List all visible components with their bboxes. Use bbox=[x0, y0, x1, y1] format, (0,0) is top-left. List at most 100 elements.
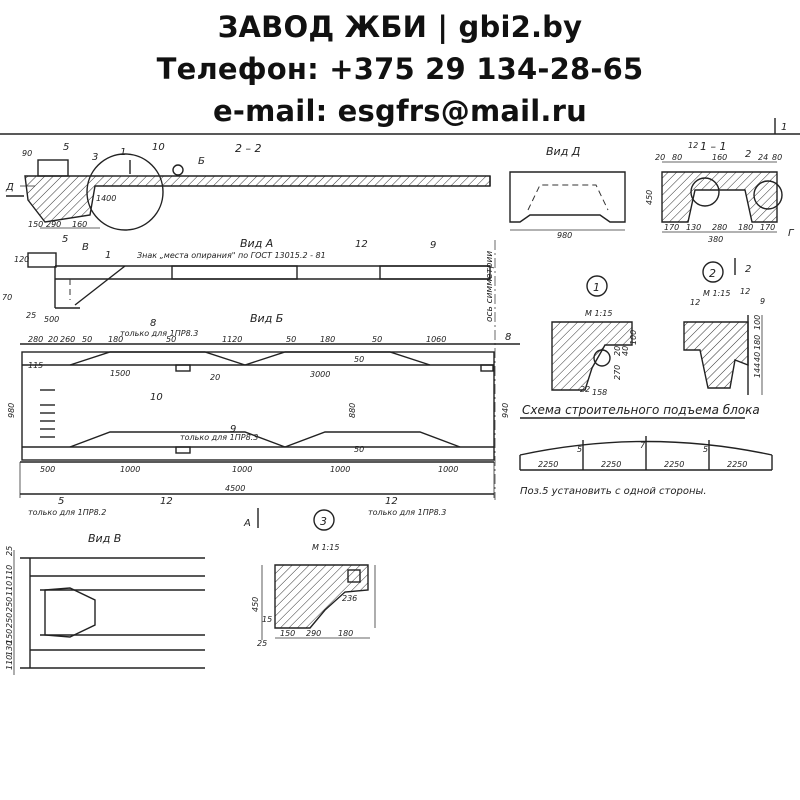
dim-top-1: 20 bbox=[48, 335, 58, 344]
node-1-scale: М 1:15 bbox=[585, 309, 612, 318]
node-1-dim-22: 22 bbox=[580, 385, 590, 394]
letter-a-arrow: А bbox=[243, 518, 251, 529]
dim-20-view-b: 20 bbox=[210, 373, 220, 382]
top-embed-plate bbox=[37, 159, 69, 177]
symmetry-axis-label: ось симметрии bbox=[485, 251, 495, 322]
header-email: e-mail: esgfrs@mail.ru bbox=[213, 94, 587, 128]
header-phone: Телефон: +375 29 134-28-65 bbox=[156, 52, 644, 86]
dim-70-view-a: 70 bbox=[2, 293, 12, 302]
node-1-dim-158: 158 bbox=[592, 388, 607, 397]
node-2: 2 М 1:15 12 12 9 100 180 40 144 bbox=[683, 261, 765, 395]
dim-980: 980 bbox=[7, 403, 16, 418]
letter-d-arrow: Д bbox=[5, 182, 14, 193]
label-8-view-b: 8 bbox=[150, 318, 156, 329]
dim-top-6: 1120 bbox=[222, 335, 242, 344]
label-12-bottom-left: 12 bbox=[160, 496, 173, 507]
label-12-view-a: 12 bbox=[355, 239, 368, 250]
dim-top-8: 180 bbox=[320, 335, 335, 344]
dim-50-b: 50 bbox=[354, 445, 364, 454]
dim-1-1-450: 450 bbox=[645, 190, 654, 205]
dim-1-1-380: 380 bbox=[708, 235, 723, 244]
dim-3000: 3000 bbox=[310, 370, 330, 379]
node-3-dim-290: 290 bbox=[306, 629, 321, 638]
dim-1-1-top-3: 24 bbox=[758, 153, 768, 162]
note-only-1pr83-top: только для 1ПР8.3 bbox=[120, 329, 198, 338]
top-dimension-chain: 280 20 260 50 180 50 1120 50 180 50 1060 bbox=[28, 335, 446, 344]
anchor-ticks bbox=[40, 389, 55, 438]
node-2-scale: М 1:15 bbox=[703, 289, 730, 298]
lift-span-2: 2250 bbox=[664, 460, 684, 469]
dim-25-view-a: 25 bbox=[26, 311, 36, 320]
view-v-dim-7: 110 bbox=[5, 655, 14, 670]
dim-1-1-top-0: 20 bbox=[655, 153, 665, 162]
dim-top-10: 1060 bbox=[426, 335, 446, 344]
node-2-label-12b: 12 bbox=[740, 287, 750, 296]
node-1-dim-270: 270 bbox=[613, 365, 622, 380]
label-12-bottom-right: 12 bbox=[385, 496, 398, 507]
node-3-dim-236: 236 bbox=[342, 594, 357, 603]
letter-g: Г bbox=[788, 228, 795, 239]
view-a-title: Вид А bbox=[240, 237, 273, 250]
view-v-dim-0: 25 bbox=[5, 546, 14, 556]
node-3-dim-15: 15 bbox=[262, 615, 272, 624]
view-v-dim-3: 250 bbox=[5, 597, 14, 612]
plan-outline bbox=[21, 351, 495, 461]
dim-160: 160 bbox=[72, 220, 87, 229]
dim-1-1-top-4: 80 bbox=[772, 153, 782, 162]
view-v-dim-5: 150 bbox=[5, 629, 14, 644]
lift-scheme-title: Схема строительного подъема блока bbox=[522, 403, 760, 417]
label-5-view-a: 5 bbox=[62, 234, 68, 245]
dim-940: 940 bbox=[501, 403, 510, 418]
node-2-dim-100: 100 bbox=[753, 315, 762, 330]
view-g: Вид Д 980 bbox=[509, 145, 626, 240]
label-12-sec11: 12 bbox=[688, 141, 698, 150]
view-v-dim-6: 130 bbox=[5, 641, 14, 656]
lift-span-0: 2250 bbox=[538, 460, 558, 469]
dim-1-1-bot-3: 180 bbox=[738, 223, 753, 232]
label-10-top: 10 bbox=[152, 142, 165, 153]
view-b: Вид Б только для 1ПР8.3 8 8 280 20 260 5… bbox=[7, 312, 520, 529]
support-sign-note: Знак „места опирания" по ГОСТ 13015.2 - … bbox=[137, 251, 326, 260]
view-v-title: Вид В bbox=[88, 532, 121, 545]
dim-120-view-a: 120 bbox=[14, 255, 29, 264]
dim-4500: 4500 bbox=[225, 484, 245, 493]
dim-1-1-bot-0: 170 bbox=[664, 223, 679, 232]
label-8-right: 8 bbox=[505, 332, 511, 343]
node-2-dim-40: 40 bbox=[753, 352, 762, 362]
lift-mark-1: 7 bbox=[640, 441, 646, 450]
node-3-dim-450: 450 bbox=[251, 597, 260, 612]
dim-290: 290 bbox=[46, 220, 61, 229]
dim-980-view-g: 980 bbox=[557, 231, 572, 240]
detail-circle-3 bbox=[86, 153, 164, 231]
dim-b1000a: 1000 bbox=[120, 465, 140, 474]
node-1-dim-100: 100 bbox=[629, 330, 638, 345]
dim-top-7: 50 bbox=[286, 335, 296, 344]
dim-1-1-top-2: 160 bbox=[712, 153, 727, 162]
note-only-1pr83-bottom: только для 1ПР8.3 bbox=[368, 508, 446, 517]
view-v-dim-4: 250 bbox=[5, 613, 14, 628]
node-3-scale: М 1:15 bbox=[312, 543, 339, 552]
label-1-view-a: 1 bbox=[105, 250, 111, 261]
node-2-dim-180: 180 bbox=[753, 335, 762, 350]
section-1-1: 1 – 1 2 20 80 160 24 80 450 170 130 280 … bbox=[645, 140, 795, 275]
dim-1-1-bot-1: 130 bbox=[686, 223, 701, 232]
dim-b1000c: 1000 bbox=[330, 465, 350, 474]
view-v: Вид В 25 110 110 250 250 150 130 110 bbox=[5, 532, 205, 675]
view-a: Вид А Знак „места опирания" по ГОСТ 1301… bbox=[2, 234, 496, 500]
dim-880: 880 bbox=[348, 403, 357, 418]
dim-1-1-bot-2: 280 bbox=[712, 223, 727, 232]
node-3-dim-25: 25 bbox=[257, 639, 267, 648]
dim-500-view-a: 500 bbox=[44, 315, 59, 324]
node-1-dim-20: 20 bbox=[613, 346, 622, 356]
node-3-dim-180: 180 bbox=[338, 629, 353, 638]
node-1-number: 1 bbox=[593, 281, 600, 294]
dim-115: 115 bbox=[28, 361, 43, 370]
lift-mark-0: 5 bbox=[577, 445, 582, 454]
label-1-cut: 1 bbox=[120, 147, 126, 158]
dim-top-5: 50 bbox=[166, 335, 176, 344]
label-5-bottom: 5 bbox=[58, 496, 64, 507]
view-b-title: Вид Б bbox=[250, 312, 283, 325]
label-10-view-b: 10 bbox=[150, 392, 163, 403]
lift-scheme: Схема строительного подъема блока 2250 2… bbox=[519, 403, 773, 497]
label-9-view-a: 9 bbox=[430, 240, 436, 251]
